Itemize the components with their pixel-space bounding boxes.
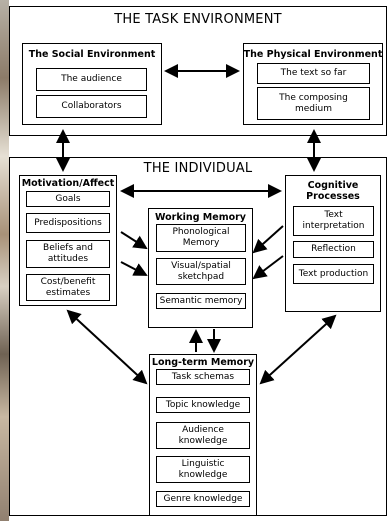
- physical-environment-title: The Physical Environment: [243, 49, 383, 60]
- beliefs-attitudes-box: Beliefs and attitudes: [26, 240, 110, 268]
- goals-box: Goals: [26, 191, 110, 207]
- visual-spatial-sketchpad-box: Visual/spatial sketchpad: [156, 258, 246, 285]
- cognitive-working-memory-arrow-1: [252, 225, 284, 254]
- topic-knowledge-box: Topic knowledge: [156, 397, 250, 413]
- predispositions-box: Predispositions: [26, 213, 110, 233]
- individual-title: THE INDIVIDUAL: [143, 161, 253, 176]
- composing-medium-box: The composing medium: [257, 87, 370, 120]
- collaborators-box: Collaborators: [36, 95, 147, 118]
- audience-box: The audience: [36, 68, 147, 91]
- social-environment-title: The Social Environment: [28, 49, 156, 60]
- text-interpretation-box: Text interpretation: [293, 206, 374, 236]
- long-term-memory-title: Long-term Memory: [151, 357, 255, 368]
- cost-benefit-box: Cost/benefit estimates: [26, 274, 110, 301]
- genre-knowledge-box: Genre knowledge: [156, 491, 250, 507]
- working-memory-title: Working Memory: [155, 212, 246, 223]
- motivation-working-memory-arrow-2: [120, 261, 148, 276]
- audience-knowledge-box: Audience knowledge: [156, 422, 250, 449]
- motivation-working-memory-arrow-1: [120, 231, 148, 250]
- phonological-memory-box: Phonological Memory: [156, 224, 246, 252]
- cognitive-working-memory-arrow-2: [252, 255, 284, 280]
- motivation-affect-title: Motivation/Affect: [21, 178, 115, 189]
- text-so-far-box: The text so far: [257, 63, 370, 84]
- task-environment-title: THE TASK ENVIRONMENT: [114, 12, 282, 27]
- background-photo-strip: [0, 0, 9, 521]
- text-production-box: Text production: [293, 264, 374, 284]
- task-schemas-box: Task schemas: [156, 369, 250, 385]
- reflection-box: Reflection: [293, 241, 374, 258]
- semantic-memory-box: Semantic memory: [156, 293, 246, 309]
- cognitive-long-term-arrow: [259, 314, 337, 385]
- cognitive-processes-title: Cognitive Processes: [306, 180, 360, 202]
- linguistic-knowledge-box: Linguistic knowledge: [156, 456, 250, 483]
- motivation-long-term-arrow: [66, 309, 148, 385]
